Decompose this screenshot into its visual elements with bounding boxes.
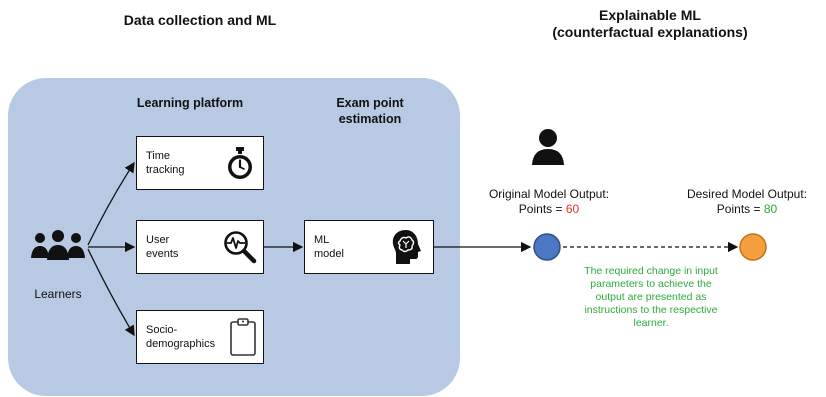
arrow-to-socio <box>87 248 135 337</box>
arrow-to-time <box>87 161 135 246</box>
original-output-label: Original Model Output: Points = 60 <box>470 187 628 217</box>
note-line: learner. <box>633 317 669 329</box>
learners-label: Learners <box>34 287 82 301</box>
right-section-title: Explainable ML (counterfactual explanati… <box>520 7 780 41</box>
person-icon <box>532 129 564 165</box>
right-title-line1: Explainable ML <box>599 7 701 23</box>
desired-output-points: Points = 80 <box>716 202 778 216</box>
desired-output-node <box>739 233 767 261</box>
stopwatch-icon <box>228 147 252 179</box>
exam-heading-line2: estimation <box>338 112 402 126</box>
socio-demographics-label: Socio-demographics <box>146 324 216 350</box>
note-line: output are presented as <box>595 291 707 303</box>
desired-output-label: Desired Model Output: Points = 80 <box>672 187 822 217</box>
group-icon <box>31 230 85 260</box>
original-points-value: 60 <box>565 202 580 216</box>
explanation-note: The required change in input parameters … <box>562 265 740 330</box>
left-section-title: Data collection and ML <box>123 12 277 28</box>
exam-estimation-heading: Exam point estimation <box>310 95 430 127</box>
brain-head-icon <box>392 230 421 264</box>
right-title-line2: (counterfactual explanations) <box>552 24 748 40</box>
note-line: The required change in input <box>584 265 718 277</box>
exam-heading-line1: Exam point <box>336 96 404 110</box>
socio-demographics-box: Socio-demographics <box>136 310 264 364</box>
learning-platform-heading: Learning platform <box>136 96 244 110</box>
desired-output-title: Desired Model Output: <box>686 187 808 201</box>
original-output-title: Original Model Output: <box>488 187 610 201</box>
magnifier-pulse-icon <box>224 231 257 264</box>
clipboard-icon <box>230 318 256 356</box>
original-output-points: Points = 60 <box>518 202 580 216</box>
desired-points-value: 80 <box>763 202 778 216</box>
note-line: parameters to achieve the <box>590 278 712 290</box>
original-output-node <box>533 233 561 261</box>
note-line: instructions to the respective <box>584 304 718 316</box>
